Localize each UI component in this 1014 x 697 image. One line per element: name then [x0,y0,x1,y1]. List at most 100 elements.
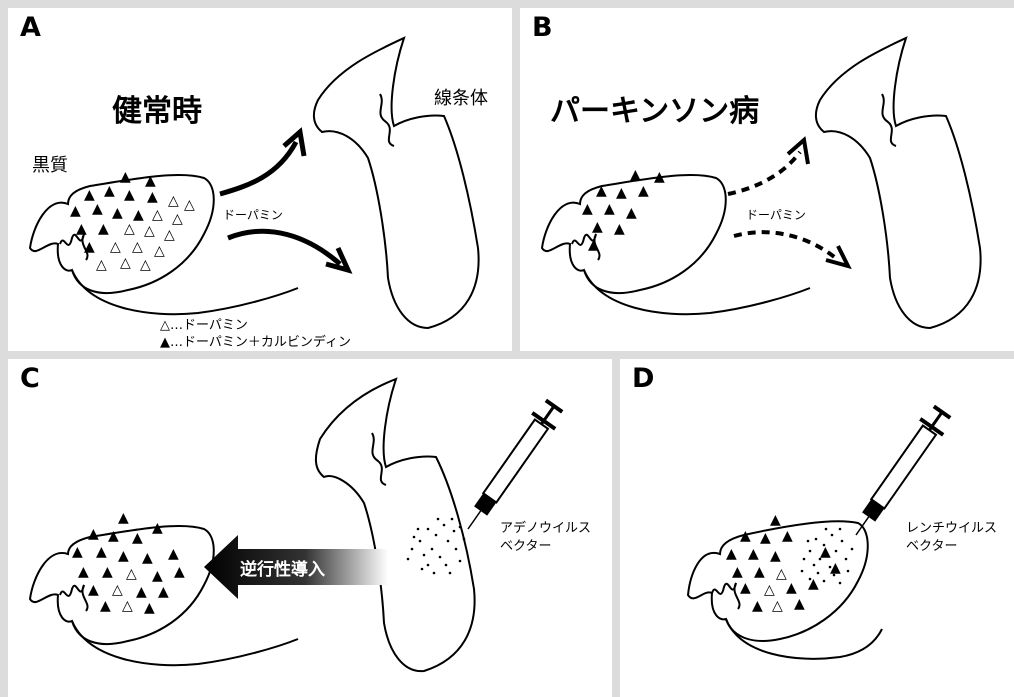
filled-triangle: ▲ [70,204,81,218]
open-triangle: △ [110,240,121,254]
filled-triangle: ▲ [820,545,831,559]
filled-triangle: ▲ [112,206,123,220]
filled-triangle: ▲ [84,240,95,254]
filled-triangle: ▲ [108,529,119,543]
filled-triangle: ▲ [830,561,841,575]
open-triangle: △ [120,256,131,270]
substantia-nigra-outline [542,175,726,293]
filled-triangle: ▲ [133,208,144,222]
filled-triangle: ▲ [84,188,95,202]
filled-triangle: ▲ [98,222,109,236]
filled-triangle: ▲ [726,547,737,561]
open-triangle: △ [140,258,151,272]
open-triangle: △ [126,567,137,581]
vector-label-line1: アデノウイルス [500,517,591,536]
filled-triangle: ▲ [588,238,599,252]
filled-triangle: ▲ [654,170,665,184]
nerve-tangle-c [60,585,88,611]
filled-triangle: ▲ [740,529,751,543]
legend-filled: ▲…ドーパミン＋カルビンディン [160,331,351,350]
filled-triangle: ▲ [104,184,115,198]
filled-triangle: ▲ [78,565,89,579]
filled-triangle: ▲ [748,547,759,561]
open-triangle: △ [144,224,155,238]
open-triangle: △ [152,208,163,222]
lower-dashed-arrow [734,232,838,260]
filled-triangle: ▲ [808,577,819,591]
filled-triangle: ▲ [760,531,771,545]
open-triangle: △ [764,583,775,597]
filled-triangle: ▲ [794,597,805,611]
panel-a-drawing [8,8,512,351]
open-triangle: △ [184,198,195,212]
filled-triangle: ▲ [92,202,103,216]
panel-d: D レンチウイルス ベクター ▲ ▲ ▲ ▲ ▲ ▲ ▲ ▲ ▲ ▲ △ ▲ ▲… [620,359,1014,697]
filled-triangle: ▲ [136,585,147,599]
open-triangle: △ [164,228,175,242]
filled-triangle: ▲ [88,583,99,597]
open-triangle: △ [132,240,143,254]
open-triangle: △ [776,567,787,581]
open-triangle: △ [168,194,179,208]
nerve-tangle-d [712,583,740,609]
filled-triangle: ▲ [754,565,765,579]
filled-triangle: ▲ [582,202,593,216]
panel-a: A 健常時 黒質 線条体 ドーパミン ▲ ▲ ▲ ▲ ▲ ▲ ▲ ▲ ▲ ▲ △… [8,8,512,351]
open-triangle: △ [772,599,783,613]
open-triangle: △ [124,222,135,236]
filled-triangle: ▲ [124,188,135,202]
vector-label-line2: ベクター [906,535,957,554]
filled-triangle: ▲ [782,529,793,543]
filled-triangle: ▲ [592,220,603,234]
filled-triangle: ▲ [132,531,143,545]
panel-b: B パーキンソン病 ドーパミン ▲ ▲ ▲ ▲ ▲ ▲ ▲ ▲ ▲ ▲ ▲ [520,8,1014,351]
filled-triangle: ▲ [630,168,641,182]
filled-triangle: ▲ [76,222,87,236]
filled-triangle: ▲ [152,521,163,535]
filled-triangle: ▲ [72,545,83,559]
open-triangle: △ [122,599,133,613]
filled-triangle: ▲ [152,569,163,583]
filled-triangle: ▲ [147,190,158,204]
filled-triangle: ▲ [732,565,743,579]
filled-triangle: ▲ [604,202,615,216]
filled-triangle: ▲ [168,547,179,561]
striatum-outline [314,38,479,328]
vector-label-line1: レンチウイルス [906,517,997,536]
filled-triangle: ▲ [786,581,797,595]
filled-triangle: ▲ [752,599,763,613]
panel-c: C 逆行性導入 アデノウイルス ベクター [8,359,612,697]
filled-triangle-key: ▲ [160,335,170,350]
lower-arrow-head [826,246,848,266]
filled-triangle: ▲ [638,184,649,198]
filled-triangle: ▲ [626,206,637,220]
filled-triangle: ▲ [88,527,99,541]
open-triangle: △ [112,583,123,597]
substantia-nigra-outline [30,175,214,293]
injection-site-dots [407,518,466,575]
lower-arrow [228,231,340,264]
filled-triangle: ▲ [770,513,781,527]
filled-triangle: ▲ [740,581,751,595]
filled-triangle: ▲ [100,599,111,613]
filled-triangle: ▲ [614,222,625,236]
upper-arrow [220,142,296,194]
filled-triangle: ▲ [174,565,185,579]
filled-triangle: ▲ [102,565,113,579]
open-triangle: △ [172,212,183,226]
filled-triangle: ▲ [145,174,156,188]
striatum-outline [316,379,475,671]
filled-triangle: ▲ [142,551,153,565]
filled-triangle: ▲ [96,545,107,559]
open-triangle: △ [154,244,165,258]
filled-triangle: ▲ [158,585,169,599]
retrograde-label: 逆行性導入 [240,555,325,580]
vector-label-line2: ベクター [500,535,551,554]
filled-triangle: ▲ [144,601,155,615]
open-triangle: △ [96,258,107,272]
filled-triangle: ▲ [120,170,131,184]
panel-b-drawing [520,8,1014,351]
filled-triangle: ▲ [596,184,607,198]
filled-triangle: ▲ [118,511,129,525]
striatum-outline [816,38,981,328]
